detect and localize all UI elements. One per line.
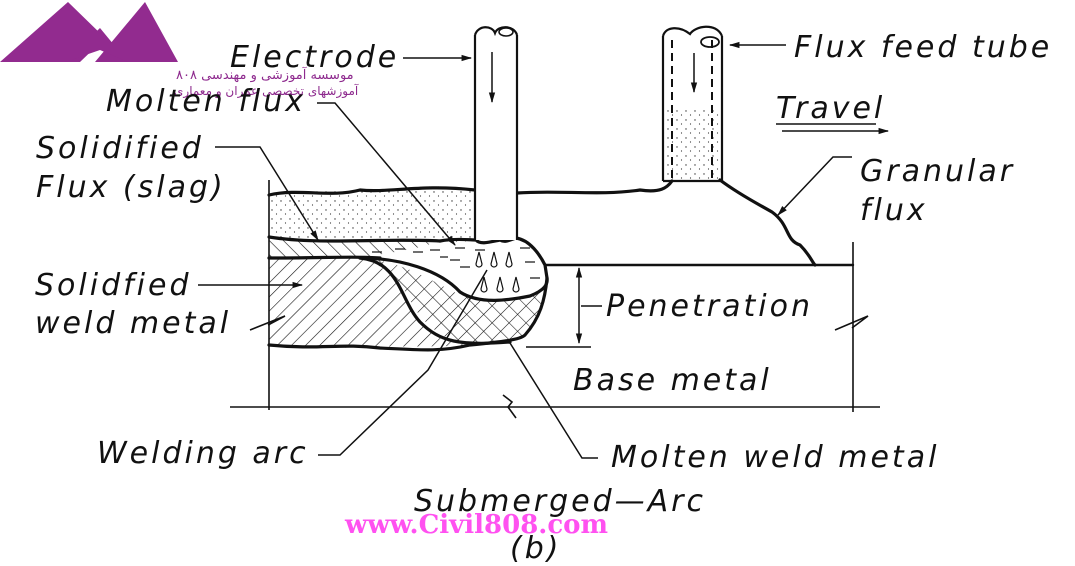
unfused-flux-layer (269, 185, 475, 245)
label-solidified-flux-1: Solidified (36, 131, 204, 166)
label-electrode: Electrode (230, 40, 399, 75)
label-granular-flux-2: flux (860, 193, 928, 228)
label-solidified-flux-2: Flux (slag) (36, 170, 226, 205)
break-mark-bottom (502, 394, 517, 419)
welding-arc-leader (318, 269, 488, 456)
caption-sub: (b) (510, 531, 561, 566)
label-solidified-weld-2: weld metal (35, 306, 231, 341)
flux-feed-tube (661, 25, 724, 183)
break-mark-right (834, 315, 869, 331)
label-base-metal: Base metal (573, 363, 772, 398)
watermark-url: www.Civil808.com (344, 510, 608, 540)
label-solidified-weld-1: Solidfied (35, 268, 192, 303)
logo-mark-icon (0, 2, 105, 62)
label-flux-feed-tube: Flux feed tube (794, 30, 1052, 65)
label-penetration: Penetration (606, 289, 813, 324)
molten-weld-metal-pool (360, 258, 548, 345)
label-welding-arc: Welding arc (97, 436, 309, 471)
logo-text-line2: آموزشهای تخصصی عمران و معماری (174, 83, 359, 99)
logo: موسسه آموزشی و مهندسی ۸۰۸ آموزشهای تخصصی… (0, 2, 359, 99)
logo-text-line1: موسسه آموزشی و مهندسی ۸۰۸ (176, 66, 354, 83)
granular-flux-leader (777, 156, 852, 216)
electrode (473, 26, 519, 240)
molten-flux-leader (317, 102, 456, 246)
solidified-flux-leader (215, 146, 319, 241)
label-travel: Travel (776, 91, 885, 126)
label-granular-flux-1: Granular (860, 154, 1015, 189)
molten-weld-metal-leader (509, 342, 598, 459)
caption-title: Submerged—Arc (414, 484, 706, 519)
label-molten-flux: Molten flux (106, 84, 306, 119)
label-molten-weld-metal: Molten weld metal (611, 440, 939, 475)
arc-droplets (475, 251, 520, 293)
solidified-weld-metal (269, 258, 470, 348)
molten-flux-outline (438, 236, 549, 280)
molten-flux-dashes (372, 247, 540, 279)
